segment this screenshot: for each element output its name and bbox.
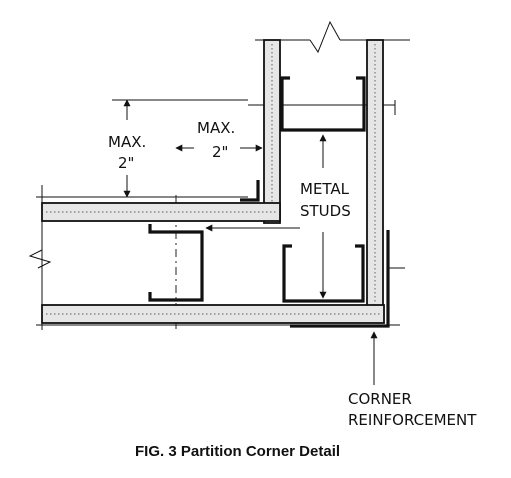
metal-stud-top [280,76,366,132]
max-horizontal-label-line1: MAX. [197,119,235,137]
metal-studs-label-line2: STUDS [300,202,351,220]
corner-reinforcement [290,230,405,328]
max-horizontal-label-line2: 2" [212,143,228,161]
metal-studs-leaders [205,134,327,299]
vertical-wall-board-left [263,39,281,224]
break-line-icon [309,20,341,54]
metal-stud-middle [148,224,204,302]
metal-studs [148,76,366,303]
max-vertical-label-line2: 2" [118,154,134,172]
partition-upper-board [41,202,281,222]
vertical-wall [255,20,410,311]
dimension-vertical [112,99,248,198]
metal-stud-small [240,180,260,202]
max-vertical-label-line1: MAX. [108,133,146,151]
break-line-icon-left [28,249,52,269]
partition-lower-board [41,304,385,324]
figure-caption: FIG. 3 Partition Corner Detail [135,443,340,460]
metal-studs-label-line1: METAL [300,180,350,198]
corner-reinforcement-label-line1: CORNER [348,390,412,408]
metal-stud-lower [282,244,365,303]
partition-wall [28,185,385,330]
corner-reinforcement-label-line2: REINFORCEMENT [348,411,477,429]
